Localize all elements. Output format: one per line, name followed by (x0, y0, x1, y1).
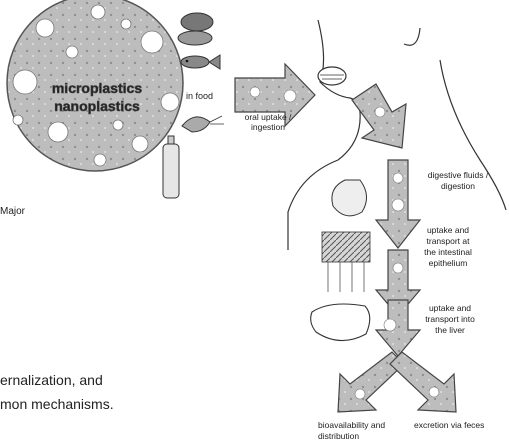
digestion-label: digestive fluids / digestion (428, 170, 489, 191)
bioavailability-label-2: distribution (318, 431, 359, 441)
bioavailability-label-1: bioavailability and (318, 420, 385, 430)
food-label: in food (186, 91, 213, 101)
caption-line-2: mon mechanisms. (0, 396, 114, 412)
liver-label-1: uptake and (429, 303, 471, 313)
mussel-icon (178, 13, 213, 45)
oral-uptake-label-2: ingestion (251, 122, 285, 132)
major-text: Major (0, 206, 26, 217)
stomach-icon (332, 180, 367, 216)
intestinal-label: uptake and transport at the intestinal e… (424, 225, 472, 268)
circle-label-2: nanoplastics (54, 98, 140, 114)
digestion-label-2: digestion (441, 181, 475, 191)
oral-uptake-label-1: oral uptake / (245, 112, 292, 122)
digestion-label-1: digestive fluids / (428, 170, 489, 180)
intestinal-label-2: transport at (427, 236, 471, 246)
excretion-label: excretion via feces (414, 420, 484, 430)
liver-icon (311, 304, 370, 341)
circle-label-1: microplastics (52, 80, 142, 96)
intestinal-label-4: epithelium (429, 258, 468, 268)
bottle-icon (163, 136, 179, 198)
digestion-arrow (376, 160, 420, 248)
intestinal-label-3: the intestinal (424, 247, 472, 257)
liver-arrow (376, 300, 420, 356)
liver-label: uptake and transport into the liver (425, 303, 475, 335)
liver-label-2: transport into (425, 314, 475, 324)
bioavailability-label: bioavailability and distribution (318, 420, 385, 441)
intestine-icon (322, 232, 370, 292)
excretion-arrow (390, 352, 456, 412)
intestinal-label-1: uptake and (427, 225, 469, 235)
liver-label-3: the liver (435, 325, 465, 335)
particle-circle: microplastics nanoplastics (7, 0, 183, 171)
shrimp-icon (182, 116, 224, 132)
caption-line-1: ernalization, and (0, 372, 103, 388)
fish-icon (181, 55, 220, 69)
